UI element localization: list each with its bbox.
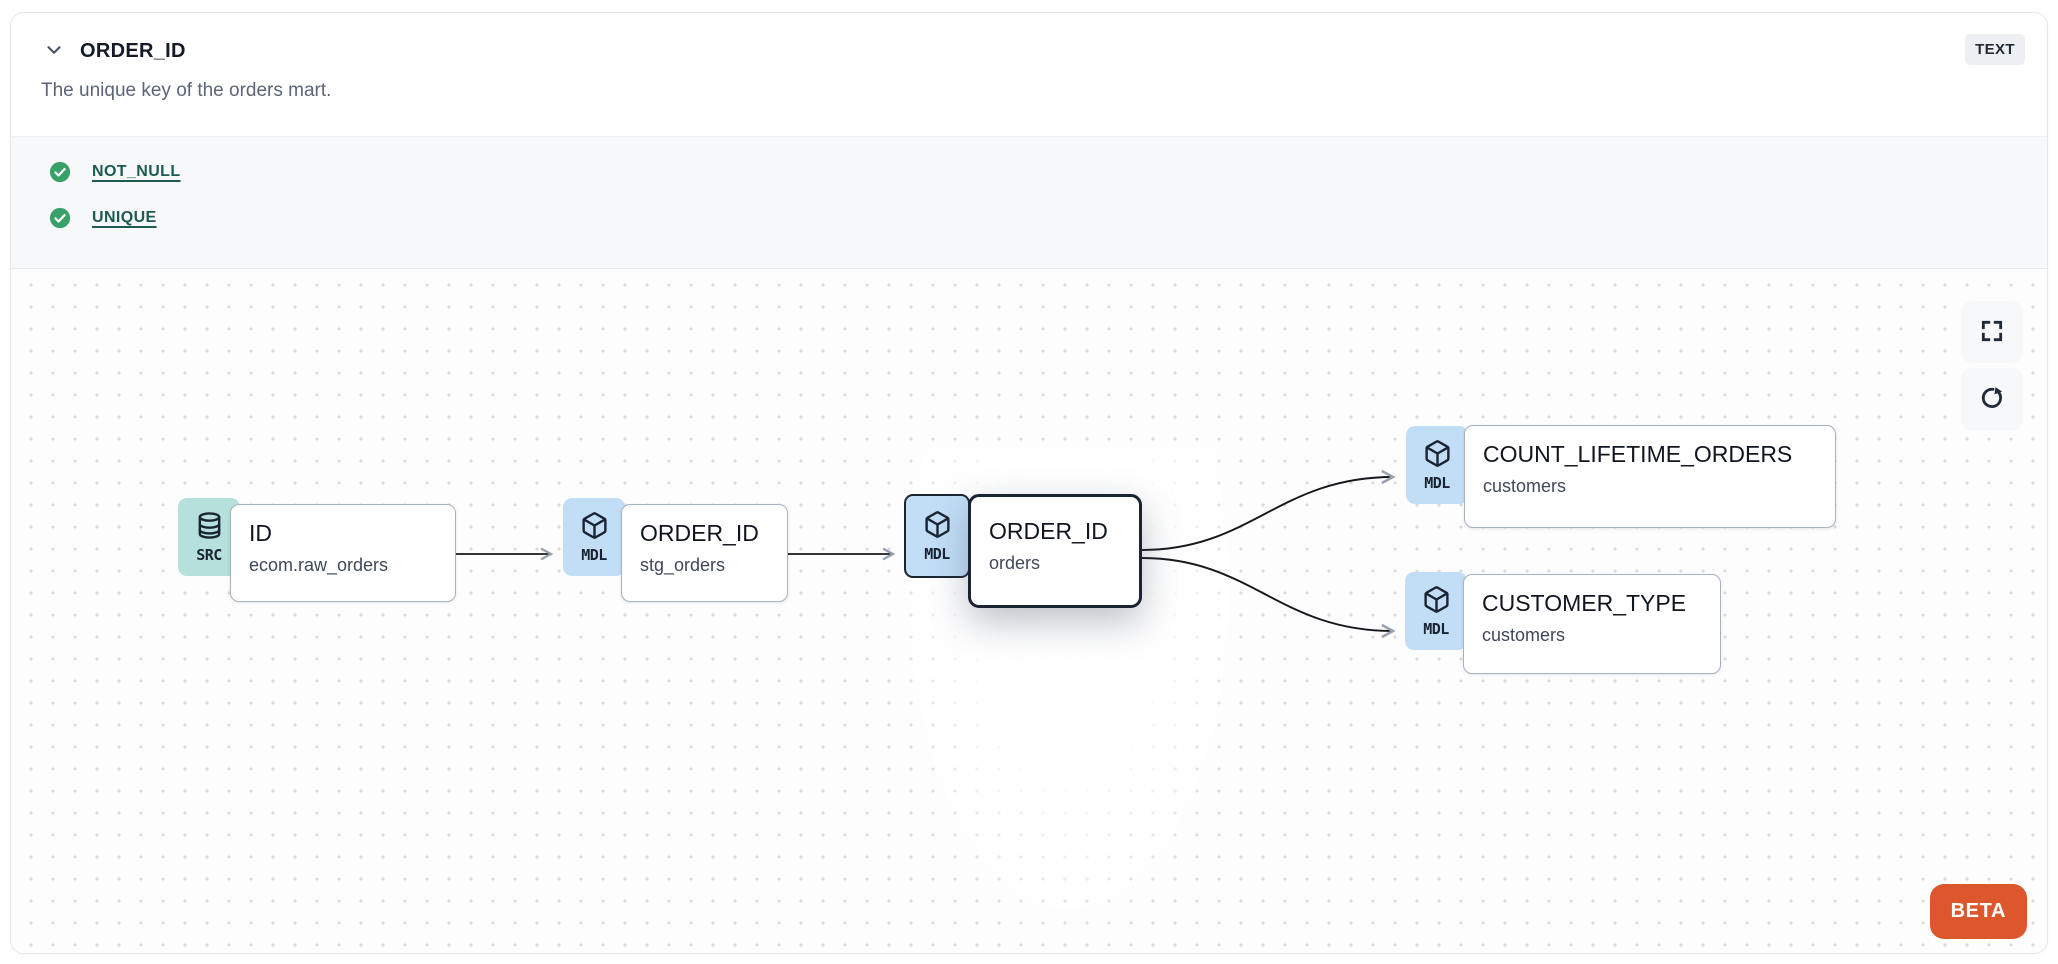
canvas-controls: [1961, 301, 2023, 430]
node-subtitle: ecom.raw_orders: [249, 555, 389, 575]
node-title: COUNT_LIFETIME_ORDERS: [1483, 441, 1793, 467]
node-title: ORDER_ID: [640, 520, 759, 546]
beta-badge: BETA: [1929, 884, 2027, 939]
node-subtitle: customers: [1482, 625, 1566, 645]
model-badge: MDL: [1405, 572, 1467, 650]
cube-icon: [1422, 585, 1451, 619]
node-card[interactable]: CUSTOMER_TYPE customers: [1463, 574, 1721, 674]
column-name-title: ORDER_ID: [80, 39, 186, 62]
badge-label: MDL: [924, 544, 950, 563]
check-circle-icon: [49, 207, 71, 229]
column-header: ORDER_ID TEXT The unique key of the orde…: [11, 13, 2047, 136]
node-subtitle: stg_orders: [640, 555, 726, 575]
badge-label: MDL: [1423, 619, 1449, 638]
cube-icon: [580, 511, 609, 545]
badge-label: MDL: [1424, 473, 1450, 492]
edge-orders-to-customer-type: [1141, 557, 1396, 639]
node-title: ORDER_ID: [989, 518, 1108, 544]
column-type-badge: TEXT: [1965, 34, 2025, 65]
test-row: NOT_NULL: [49, 161, 2017, 183]
node-card[interactable]: ORDER_ID orders: [968, 494, 1142, 608]
badge-label: SRC: [196, 545, 222, 564]
model-badge: MDL: [904, 494, 970, 578]
chevron-down-icon: [43, 39, 65, 64]
node-card[interactable]: ORDER_ID stg_orders: [621, 504, 788, 602]
refresh-icon: [1979, 385, 2005, 414]
node-card[interactable]: ID ecom.raw_orders: [230, 504, 456, 602]
database-icon: [195, 511, 224, 545]
lineage-edges: [456, 469, 1396, 639]
fullscreen-button[interactable]: [1961, 301, 2023, 363]
column-details-panel: ORDER_ID TEXT The unique key of the orde…: [10, 12, 2048, 954]
collapse-chevron-button[interactable]: [41, 38, 67, 64]
refresh-button[interactable]: [1961, 368, 2023, 430]
edge-orders-to-count-lifetime-orders: [1141, 469, 1396, 551]
check-circle-icon: [49, 161, 71, 183]
source-badge: SRC: [178, 498, 240, 576]
cube-icon: [923, 510, 952, 544]
test-row: UNIQUE: [49, 207, 2017, 229]
test-link-unique[interactable]: UNIQUE: [92, 209, 157, 226]
node-title: CUSTOMER_TYPE: [1482, 590, 1687, 616]
cube-icon: [1423, 439, 1452, 473]
node-subtitle: orders: [989, 553, 1041, 573]
test-link-not-null[interactable]: NOT_NULL: [92, 163, 181, 180]
model-badge: MDL: [563, 498, 625, 576]
column-description: The unique key of the orders mart.: [41, 80, 332, 101]
node-subtitle: customers: [1483, 476, 1567, 496]
node-card[interactable]: COUNT_LIFETIME_ORDERS customers: [1464, 425, 1836, 528]
lineage-canvas[interactable]: SRC ID ecom.raw_orders MDL ORDE: [11, 269, 2047, 953]
model-badge: MDL: [1406, 426, 1468, 504]
tests-section: NOT_NULL UNIQUE: [11, 136, 2047, 269]
badge-label: MDL: [581, 545, 607, 564]
fullscreen-icon: [1979, 318, 2005, 347]
node-title: ID: [249, 520, 272, 546]
